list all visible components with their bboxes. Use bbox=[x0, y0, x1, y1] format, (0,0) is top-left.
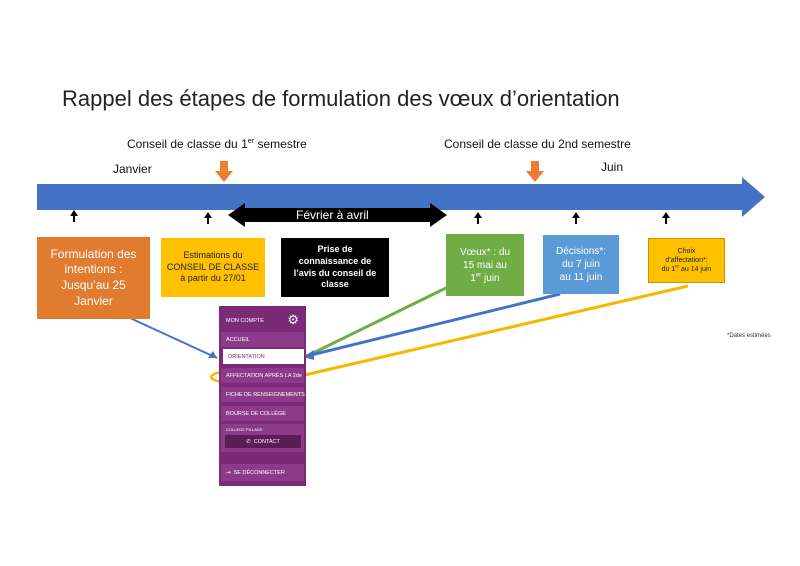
connector-voeux bbox=[306, 285, 449, 358]
phone-icon: ✆ bbox=[246, 438, 251, 445]
conseil-1-label: Conseil de classe du 1er semestre bbox=[127, 136, 307, 151]
decisions-box: Décisions*: du 7 juin au 11 juin bbox=[543, 235, 619, 294]
timeline-arrow bbox=[37, 177, 765, 217]
formulation-box: Formulation des intentions : Jusqu’au 25… bbox=[37, 237, 150, 319]
janvier-label: Janvier bbox=[113, 162, 152, 176]
dates-note: *Dates estimées bbox=[727, 333, 771, 339]
choix-box: Choix d’affectation*: du 1er au 14 juin bbox=[648, 238, 725, 283]
connector-decisions bbox=[306, 292, 561, 358]
menu-item-bourse[interactable]: BOURSE DE COLLÈGE bbox=[221, 406, 304, 421]
menu-item-orientation[interactable]: ORIENTATION bbox=[221, 349, 304, 364]
orange-marker-1 bbox=[215, 161, 233, 182]
prise-box: Prise de connaissance de l’avis du conse… bbox=[281, 238, 389, 297]
up-arrows bbox=[70, 210, 670, 224]
logout-button[interactable]: ⇥SE DÉCONNECTER bbox=[221, 464, 304, 481]
estimations-box: Estimations du CONSEIL DE CLASSE à parti… bbox=[161, 238, 265, 297]
conseil-2-label: Conseil de classe du 2nd semestre bbox=[444, 137, 631, 151]
fevrier-double-arrow bbox=[228, 203, 447, 227]
account-menu: MON COMPTE ⚙ ACCUEIL ORIENTATION AFFECTA… bbox=[219, 306, 306, 486]
fevrier-avril-label: Février à avril bbox=[296, 208, 369, 222]
juin-label: Juin bbox=[601, 160, 624, 174]
menu-item-fiche[interactable]: FICHE DE RENSEIGNEMENTS bbox=[221, 387, 305, 402]
logout-icon: ⇥ bbox=[226, 469, 231, 476]
connector-formulation bbox=[129, 317, 218, 359]
gears-icon: ⚙ bbox=[287, 312, 299, 327]
menu-item-accueil[interactable]: ACCUEIL bbox=[221, 332, 304, 347]
menu-item-affectation[interactable]: AFFECTATION APRÈS LA 2de bbox=[221, 368, 304, 383]
orange-marker-2 bbox=[526, 161, 544, 182]
page-title: Rappel des étapes de formulation des vœu… bbox=[62, 86, 620, 111]
menu-header[interactable]: MON COMPTE ⚙ bbox=[221, 311, 304, 331]
contact-button[interactable]: ✆CONTACT bbox=[225, 435, 301, 448]
connector-choix bbox=[295, 284, 689, 379]
voeux-box: Vœux* : du 15 mai au 1er juin bbox=[446, 234, 524, 296]
